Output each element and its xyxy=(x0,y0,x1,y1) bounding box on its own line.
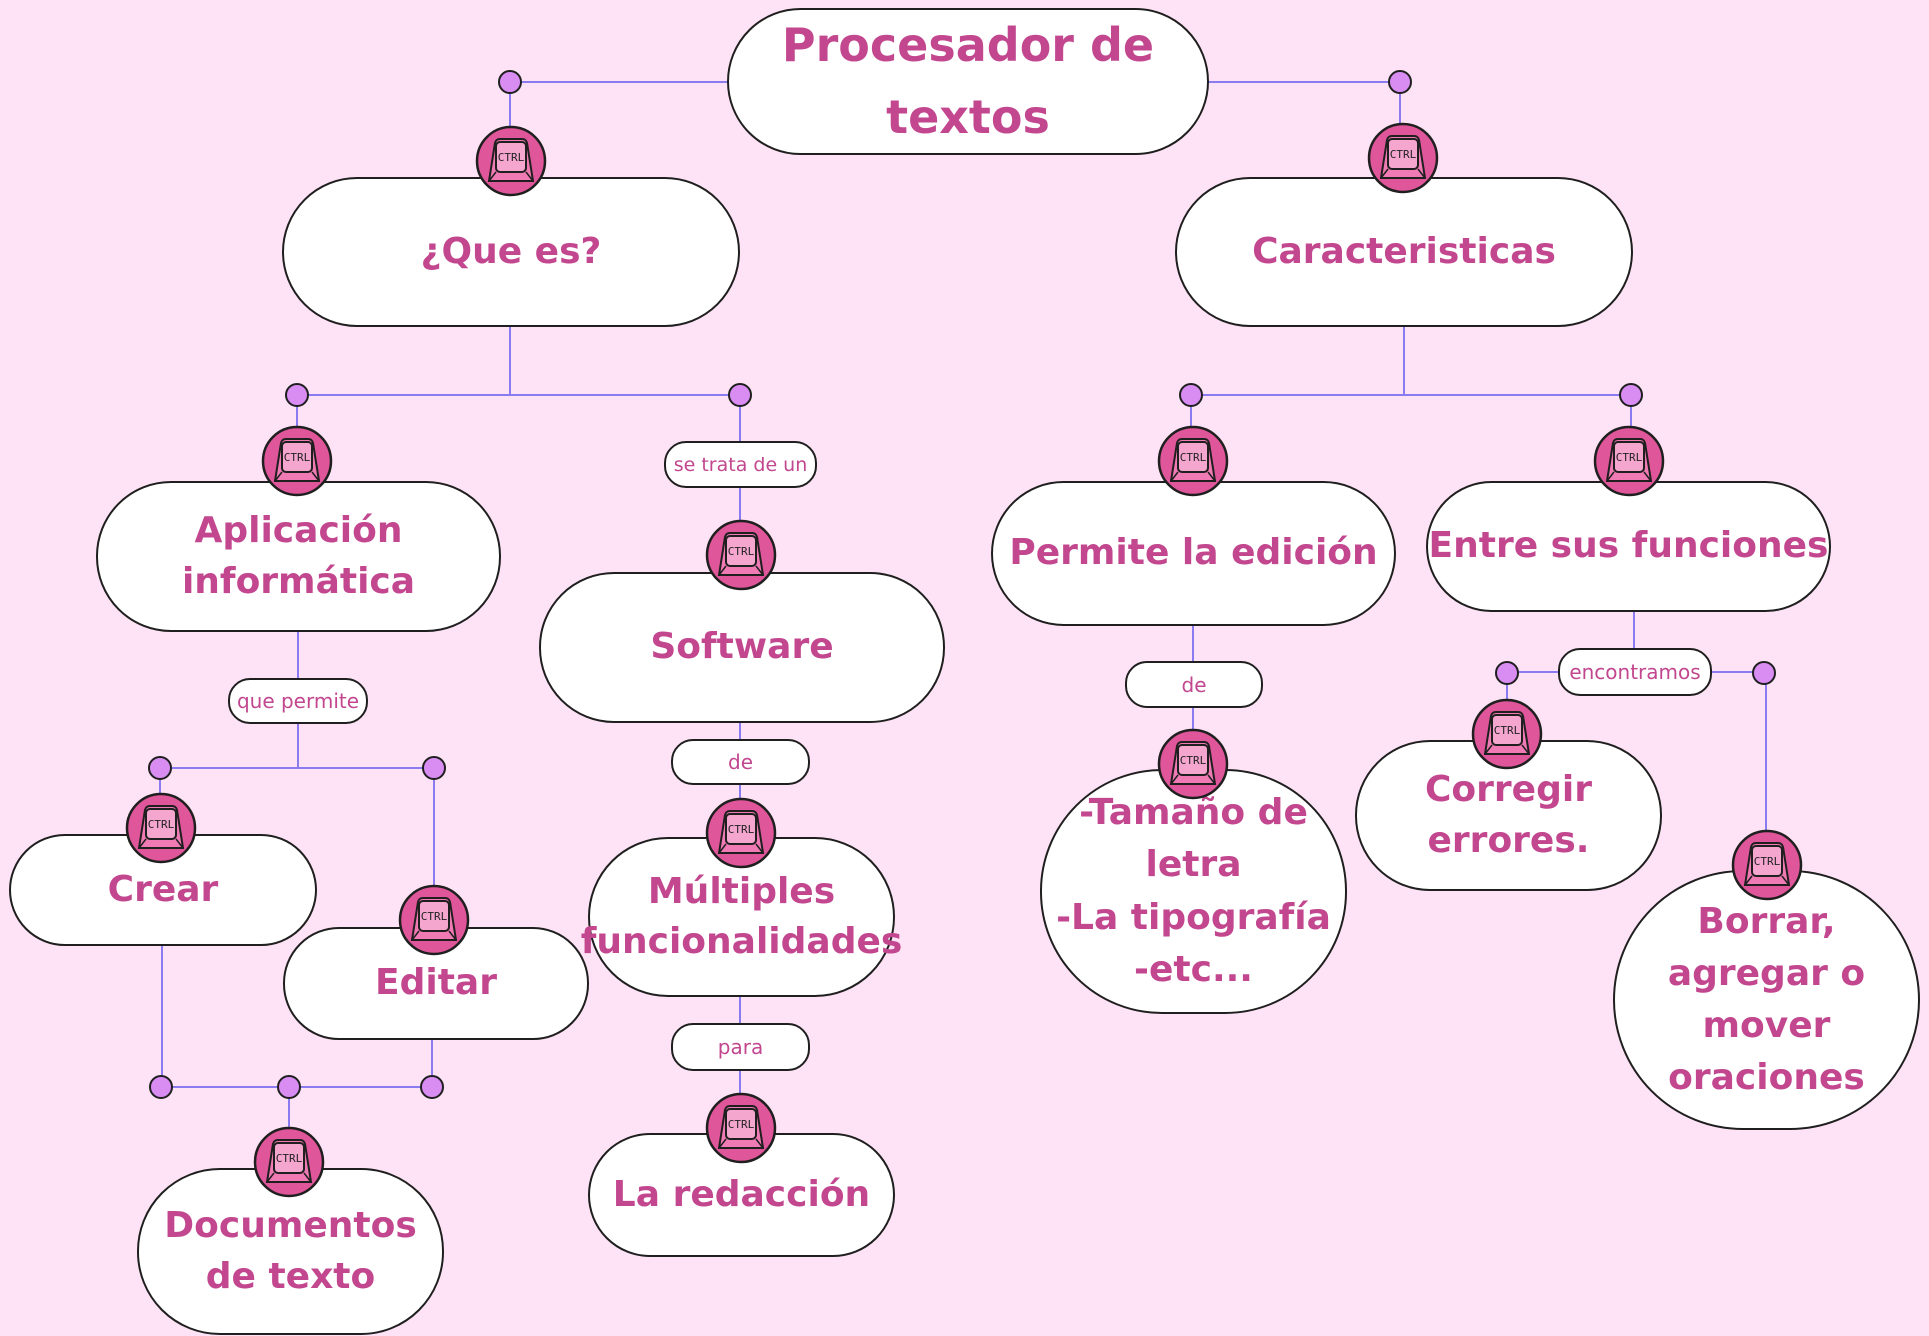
connector-dot xyxy=(1495,661,1519,685)
ctrl-key-icon: CTRL xyxy=(705,1092,777,1164)
link-que-permite: que permite xyxy=(228,678,368,724)
ctrl-key-icon: CTRL xyxy=(705,797,777,869)
edicion-node: Permite la edición xyxy=(991,481,1396,626)
ctrl-key-label: CTRL xyxy=(728,823,755,836)
ctrl-key-label: CTRL xyxy=(728,1118,755,1131)
ctrl-key-label: CTRL xyxy=(1180,451,1207,464)
ctrl-key-label: CTRL xyxy=(1180,754,1207,767)
connector-dot xyxy=(1752,661,1776,685)
ctrl-key-label: CTRL xyxy=(148,818,175,831)
ctrl-key-icon: CTRL xyxy=(1367,122,1439,194)
caracteristicas-node: Caracteristicas xyxy=(1175,177,1633,327)
connector-dot xyxy=(277,1075,301,1099)
ctrl-key-icon: CTRL xyxy=(475,125,547,197)
link-para: para xyxy=(671,1023,810,1071)
connector-dot xyxy=(728,383,752,407)
ctrl-key-label: CTRL xyxy=(498,151,525,164)
ctrl-key-icon: CTRL xyxy=(1593,425,1665,497)
ctrl-key-icon: CTRL xyxy=(398,884,470,956)
ctrl-key-icon: CTRL xyxy=(261,425,333,497)
connector-dot xyxy=(285,383,309,407)
link-encontramos: encontramos xyxy=(1558,648,1712,696)
ctrl-key-label: CTRL xyxy=(421,910,448,923)
connector-dot xyxy=(1619,383,1643,407)
documentos-node: Documentos de texto xyxy=(137,1168,444,1335)
ctrl-key-icon: CTRL xyxy=(125,792,197,864)
connector-dot xyxy=(1179,383,1203,407)
funciones-node: Entre sus funciones xyxy=(1426,481,1831,612)
ctrl-key-icon: CTRL xyxy=(705,519,777,591)
ctrl-key-icon: CTRL xyxy=(1157,425,1229,497)
borrar-node: Borrar, agregar o mover oraciones xyxy=(1613,870,1920,1130)
ctrl-key-icon: CTRL xyxy=(1731,829,1803,901)
detalle-node: -Tamaño de letra -La tipografía -etc... xyxy=(1040,769,1347,1014)
software-node: Software xyxy=(539,572,945,723)
editar-node: Editar xyxy=(283,927,589,1040)
link-de-software: de xyxy=(671,739,810,785)
link-de-edicion: de xyxy=(1125,661,1263,708)
ctrl-key-label: CTRL xyxy=(1754,855,1781,868)
title-node: Procesador de textos xyxy=(727,8,1209,155)
connector-dot xyxy=(1388,70,1412,94)
connector-dot xyxy=(420,1075,444,1099)
ctrl-key-icon: CTRL xyxy=(1471,698,1543,770)
ctrl-key-label: CTRL xyxy=(276,1152,303,1165)
ctrl-key-label: CTRL xyxy=(1616,451,1643,464)
ctrl-key-label: CTRL xyxy=(284,451,311,464)
ctrl-key-label: CTRL xyxy=(728,545,755,558)
redaccion-node: La redacción xyxy=(588,1133,895,1257)
ctrl-key-icon: CTRL xyxy=(253,1126,325,1198)
aplicacion-node: Aplicación informática xyxy=(96,481,501,632)
ctrl-key-label: CTRL xyxy=(1494,724,1521,737)
link-se-trata-de-un: se trata de un xyxy=(664,441,817,488)
connector-dot xyxy=(149,1075,173,1099)
ctrl-key-icon: CTRL xyxy=(1157,728,1229,800)
connector-dot xyxy=(498,70,522,94)
connector-dot xyxy=(148,756,172,780)
que-es-node: ¿Que es? xyxy=(282,177,740,327)
connector-dot xyxy=(422,756,446,780)
ctrl-key-label: CTRL xyxy=(1390,148,1417,161)
